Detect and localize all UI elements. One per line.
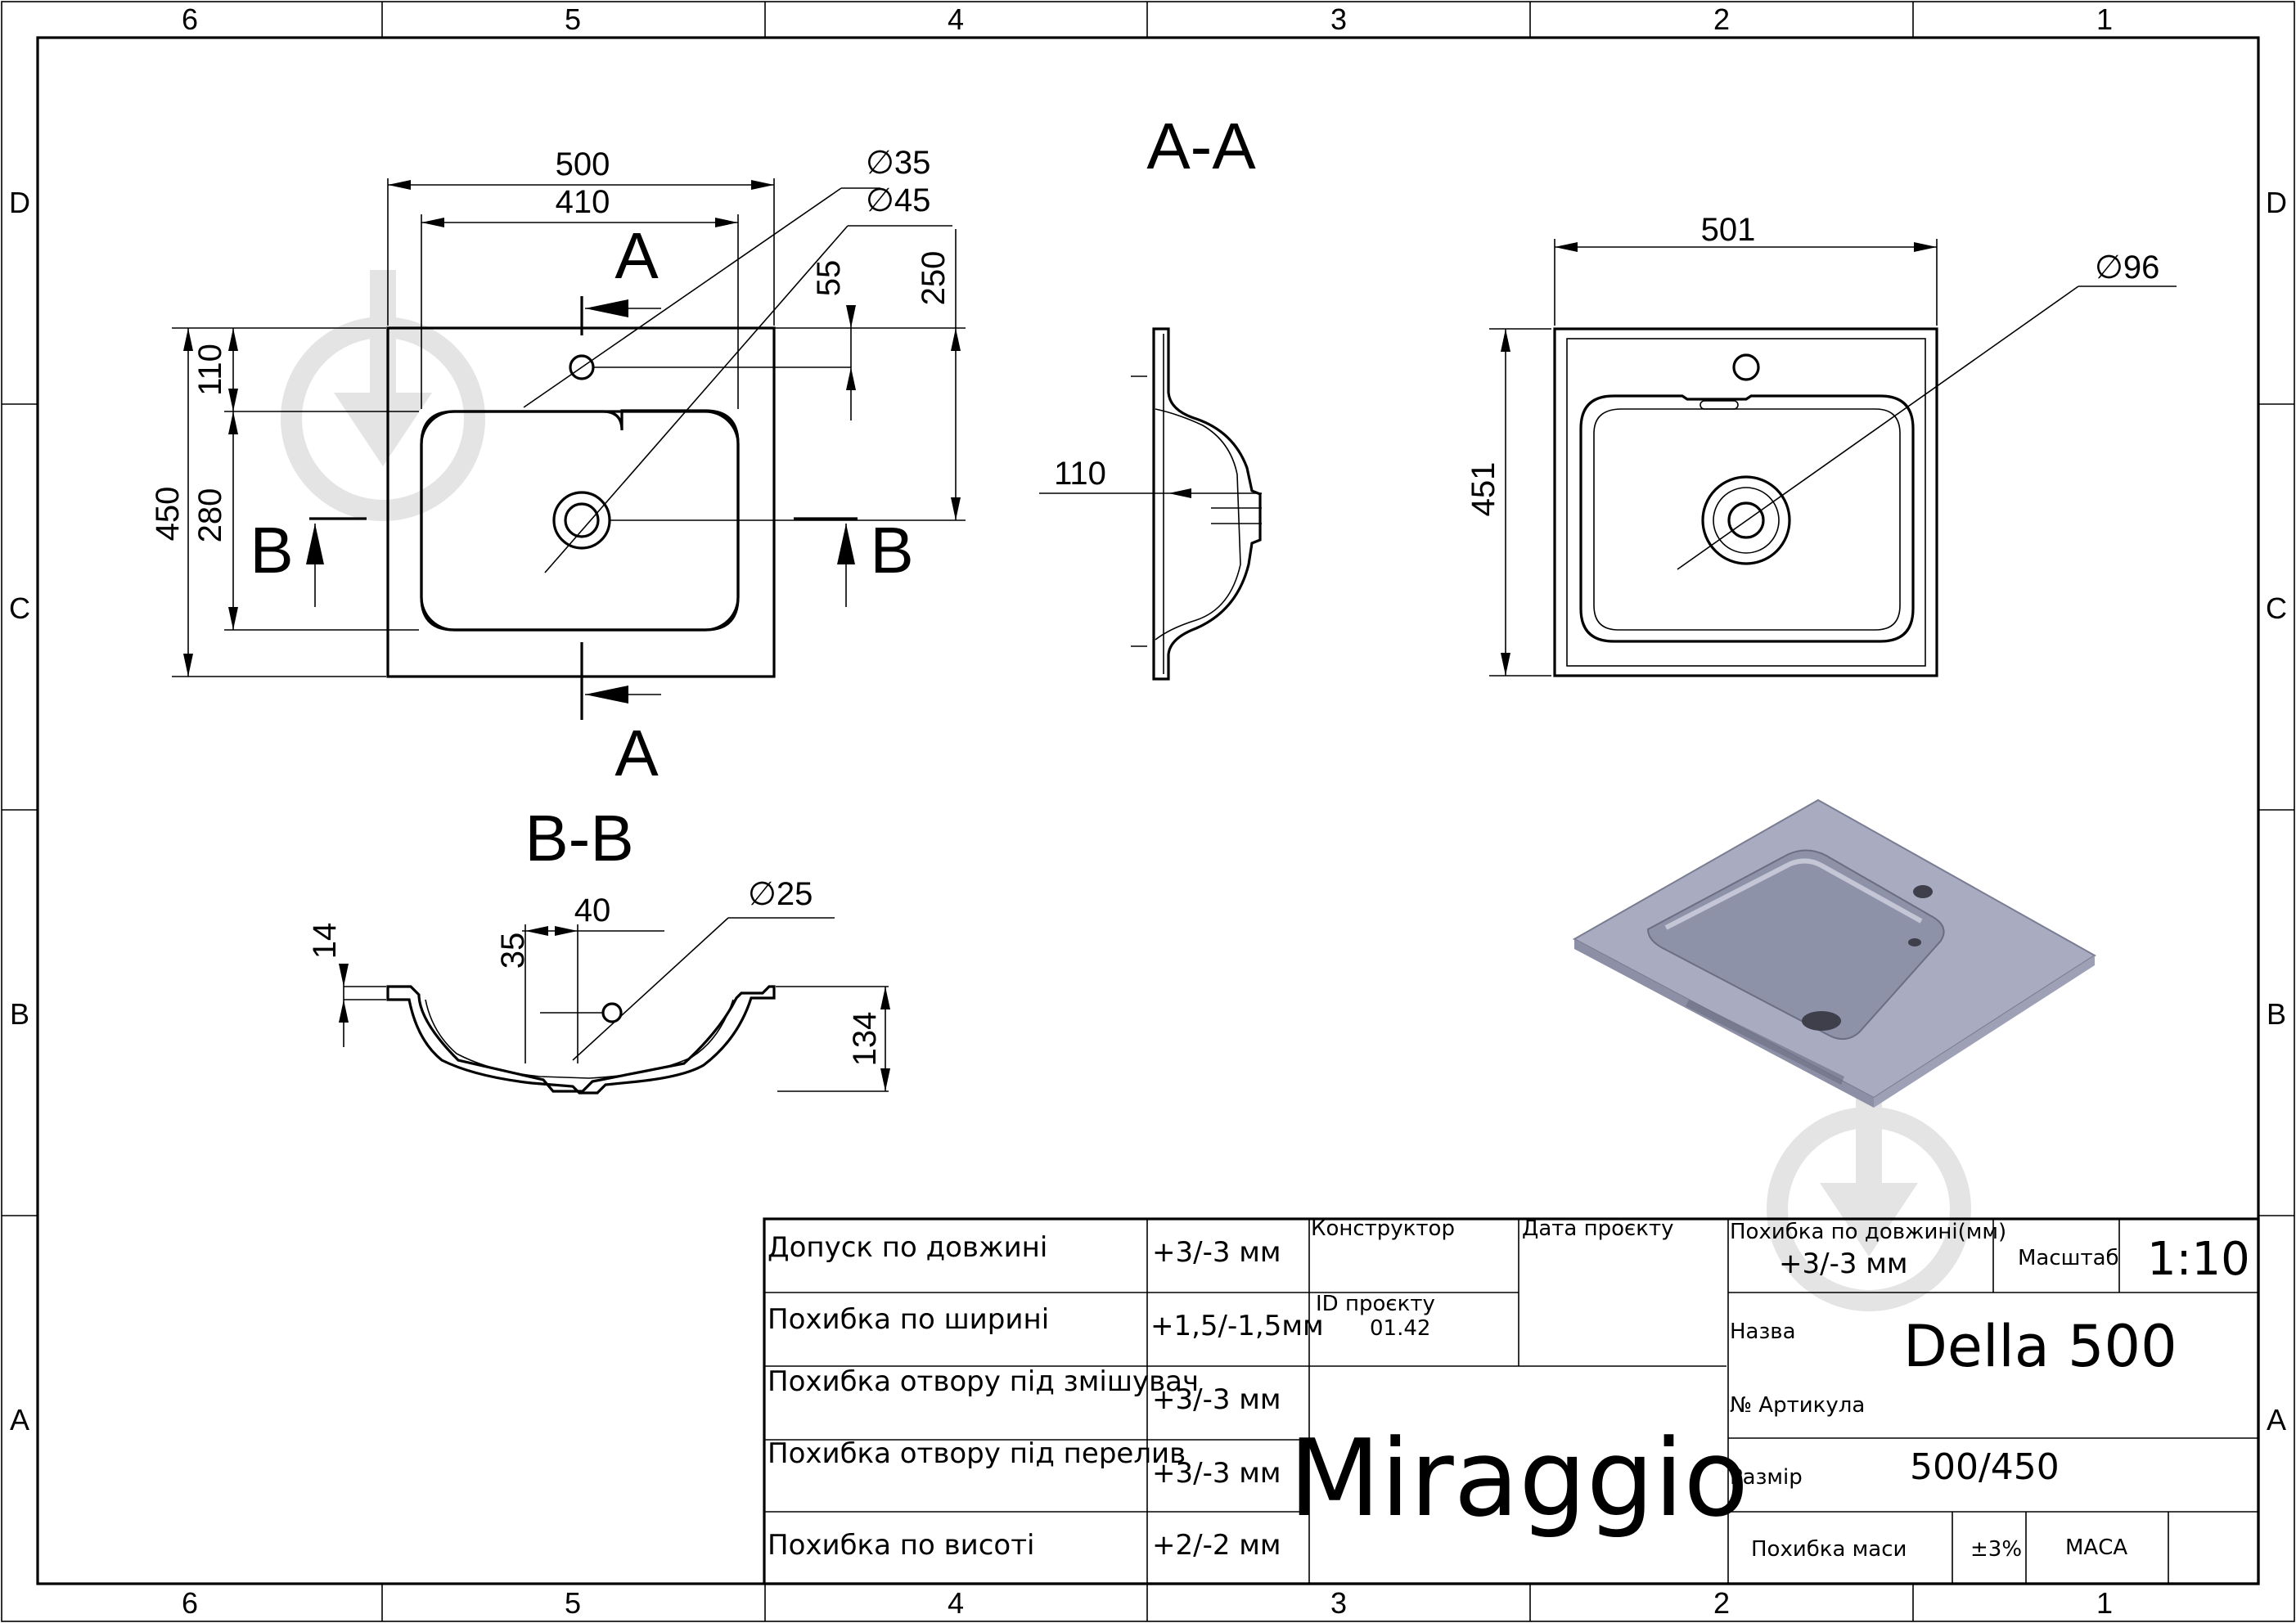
cut-label-a-bottom: A xyxy=(615,717,659,789)
dim-bottom-depth: 451 xyxy=(1465,462,1501,517)
name-label: Назва xyxy=(1730,1320,1796,1344)
dim-top-width: 500 xyxy=(556,146,610,182)
sink-render xyxy=(1572,798,2096,1108)
dim-depth-110: 110 xyxy=(192,344,228,396)
col-label-top: 5 xyxy=(565,2,581,36)
col-label-top: 6 xyxy=(182,2,198,36)
dim-side-depth: 110 xyxy=(1054,456,1106,492)
section-bb xyxy=(339,917,890,1095)
section-aa-title: A-A xyxy=(1146,110,1256,182)
tolerance-value: +3/-3 мм xyxy=(1152,1383,1281,1416)
scale-value: 1:10 xyxy=(2147,1233,2250,1286)
row-label-left: B xyxy=(10,997,29,1031)
dim-drain-offset: 250 xyxy=(916,251,952,306)
col-label-top: 3 xyxy=(1330,2,1347,36)
row-label-right: C xyxy=(2266,591,2287,625)
dim-total-depth: 450 xyxy=(150,487,186,542)
dim-tap-offset: 55 xyxy=(811,260,847,297)
dim-bb-35: 35 xyxy=(495,933,531,969)
size-label: Размір xyxy=(1730,1465,1803,1490)
col-label-bottom: 6 xyxy=(182,1586,198,1620)
section-bb-title: B-B xyxy=(524,802,633,874)
tolerance-value: +2/-2 мм xyxy=(1152,1529,1281,1562)
row-label-left: C xyxy=(9,591,30,625)
dim-bottom-drain-dia: ∅96 xyxy=(2095,250,2159,285)
id-label: ID проєкту xyxy=(1316,1292,1435,1316)
scale-label: Масштаб xyxy=(2018,1246,2119,1270)
tolerance-label: Похибка отвору під змішувач xyxy=(768,1365,1199,1398)
watermark-icon xyxy=(281,270,485,521)
mass-error-value: ±3% xyxy=(1970,1537,2022,1562)
col-label-bottom: 3 xyxy=(1330,1586,1347,1620)
dim-bb-40: 40 xyxy=(574,892,611,928)
row-label-left: D xyxy=(9,186,30,219)
article-label: № Артикула xyxy=(1730,1393,1865,1418)
dim-bb-overflow-dia: ∅25 xyxy=(748,876,813,912)
size-value: 500/450 xyxy=(1910,1446,2060,1488)
col-label-top: 2 xyxy=(1713,2,1730,36)
dim-tap-hole-dia: ∅35 xyxy=(866,145,930,181)
cut-label-b-left: B xyxy=(250,514,293,587)
dim-bb-134: 134 xyxy=(847,1012,883,1067)
tolerance-label: Похибка по ширині xyxy=(768,1303,1049,1336)
tolerance-label: Допуск по довжині xyxy=(768,1231,1047,1264)
cut-label-b-right: B xyxy=(870,514,913,587)
tolerance-label: Похибка отвору під перелив xyxy=(768,1437,1186,1470)
bottom-view xyxy=(1489,239,2177,677)
dim-top-inner-width: 410 xyxy=(556,184,610,220)
dim-bowl-depth: 280 xyxy=(192,488,228,543)
col-label-bottom: 1 xyxy=(2096,1586,2113,1620)
product-name: Della 500 xyxy=(1903,1313,2177,1380)
brand-name: Miraggio xyxy=(1289,1416,1749,1540)
dim-bottom-width: 501 xyxy=(1701,212,1756,248)
cut-label-a-top: A xyxy=(615,219,659,292)
side-section xyxy=(1039,327,1262,681)
date-label: Дата проєкту xyxy=(1522,1216,1674,1241)
col-label-bottom: 4 xyxy=(948,1586,964,1620)
row-label-right: B xyxy=(2267,997,2286,1031)
mass-label: МАСА xyxy=(2065,1535,2127,1560)
title-block: Допуск по довжині +3/-3 мм Похибка по ши… xyxy=(763,1216,2260,1585)
tolerance-label: Похибка по висоті xyxy=(768,1529,1034,1562)
row-label-left: A xyxy=(10,1403,29,1436)
col-label-top: 4 xyxy=(948,2,964,36)
col-label-bottom: 5 xyxy=(565,1586,581,1620)
tolerance-value: +1,5/-1,5мм xyxy=(1150,1310,1324,1342)
col-label-bottom: 2 xyxy=(1713,1586,1730,1620)
designer-label: Конструктор xyxy=(1311,1216,1455,1241)
dim-drain-dia: ∅45 xyxy=(866,182,930,218)
length-error-value: +3/-3 мм xyxy=(1779,1248,1908,1280)
id-value: 01.42 xyxy=(1370,1316,1430,1341)
top-view xyxy=(172,178,966,720)
row-label-right: D xyxy=(2266,186,2287,219)
tolerance-value: +3/-3 мм xyxy=(1152,1457,1281,1490)
mass-error-label: Похибка маси xyxy=(1751,1537,1907,1562)
row-label-right: A xyxy=(2267,1403,2286,1436)
tolerance-value: +3/-3 мм xyxy=(1152,1236,1281,1269)
col-label-top: 1 xyxy=(2096,2,2113,36)
length-error-label: Похибка по довжині(мм) xyxy=(1730,1220,2006,1244)
dim-bb-14: 14 xyxy=(307,923,343,960)
